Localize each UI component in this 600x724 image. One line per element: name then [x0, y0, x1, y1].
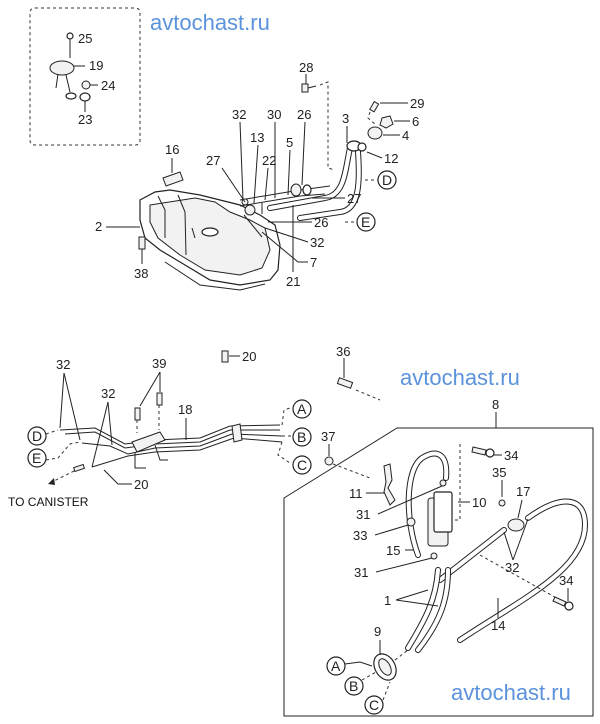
connector-a-lower — [326, 656, 346, 676]
gasket-23 — [79, 92, 91, 112]
bolt-36: 36 — [336, 344, 381, 401]
connector-a-upper — [292, 399, 312, 419]
fuel-sender-unit — [49, 32, 77, 100]
part-label: 12 — [384, 151, 398, 166]
to-canister-note: TO CANISTER — [8, 495, 89, 509]
connector-label: A — [297, 401, 307, 417]
part-label: 22 — [262, 153, 276, 168]
part-label: 6 — [412, 114, 419, 129]
connector-label: A — [331, 658, 341, 674]
bolts-39: 39 — [134, 356, 166, 433]
part-label: 26 — [297, 107, 311, 122]
connector-e-lower — [27, 448, 47, 468]
connector-label: E — [361, 214, 370, 230]
part-label: 20 — [134, 477, 148, 492]
screw-29: 29 — [367, 96, 424, 126]
part-label: 39 — [152, 356, 166, 371]
part-label: 36 — [336, 344, 350, 359]
part-label: 34 — [504, 448, 518, 463]
part-label: 20 — [242, 349, 256, 364]
part-label: 16 — [165, 142, 179, 157]
arrow-icon — [48, 478, 55, 485]
part-label: 5 — [286, 135, 293, 150]
part-label: 31 — [356, 507, 370, 522]
part-label: 28 — [299, 60, 313, 75]
watermark: avtochast.ru — [150, 10, 270, 35]
connector-d-upper — [377, 170, 397, 190]
watermark: avtochast.ru — [451, 680, 571, 705]
connector-b-upper — [292, 427, 312, 447]
connector-label: D — [32, 428, 42, 444]
fuel-filter-10: 10 — [427, 444, 486, 547]
connector-label: B — [297, 429, 306, 445]
part-label: 32 — [101, 386, 115, 401]
part-label: 29 — [410, 96, 424, 111]
watermark: avtochast.ru — [400, 365, 520, 390]
part-label: 15 — [386, 543, 400, 558]
part-label: 3 — [342, 111, 349, 126]
heat-shield-16: 16 — [162, 142, 184, 187]
part-label: 26 — [314, 215, 328, 230]
part-label: 21 — [286, 274, 300, 289]
nut-24 — [81, 80, 91, 90]
nut-37: 37 — [321, 429, 371, 479]
fuel-line-assembly — [59, 423, 283, 473]
bolt-20: 20 — [221, 349, 256, 364]
cap-6: 6 — [379, 114, 419, 129]
part-label: 32 — [310, 235, 324, 250]
connector-label: D — [382, 172, 392, 188]
part-label: 11 — [349, 486, 363, 501]
bolt-38: 38 — [134, 236, 148, 281]
sender-inset: 25 19 24 23 — [29, 7, 141, 146]
connector-label: E — [32, 450, 41, 466]
fuel-tank — [139, 189, 281, 291]
bolt-28: 28 — [299, 60, 336, 171]
connector-b-lower — [344, 676, 364, 696]
part-label: 13 — [250, 130, 264, 145]
connector-label: C — [297, 457, 307, 473]
part-label: 30 — [267, 107, 281, 122]
part-label: 25 — [78, 31, 92, 46]
connector-e-upper — [356, 212, 376, 232]
part-label: 31 — [354, 565, 368, 580]
gasket-12: 12 — [357, 142, 398, 166]
part-label: 7 — [310, 255, 317, 270]
part-label: 1 — [384, 593, 391, 608]
part-label: 38 — [134, 266, 148, 281]
part-label: 27 — [347, 191, 361, 206]
part-label: 32 — [232, 107, 246, 122]
part-label: 32 — [56, 357, 70, 372]
connector-label: C — [369, 697, 379, 713]
part-label: 4 — [402, 128, 409, 143]
filter-box: 8 — [283, 397, 594, 717]
part-label: 8 — [492, 397, 499, 412]
part-label: 23 — [78, 112, 92, 127]
part-label: 10 — [472, 495, 486, 510]
grommet-9: 9 — [373, 624, 409, 681]
part-label: 34 — [559, 573, 573, 588]
part-label: 2 — [95, 219, 102, 234]
part-label: 37 — [321, 429, 335, 444]
connector-c-lower — [364, 695, 384, 715]
part-label: 9 — [374, 624, 381, 639]
part-label: 24 — [101, 78, 115, 93]
cap-4: 4 — [367, 126, 409, 143]
part-label: 17 — [516, 484, 530, 499]
connector-17: 17 — [507, 484, 530, 532]
part-label: 35 — [492, 465, 506, 480]
screw-34-upper: 34 — [471, 446, 518, 463]
connector-d-lower — [27, 426, 47, 446]
part-label: 18 — [178, 402, 192, 417]
connector-label: B — [349, 678, 358, 694]
part-label: 27 — [206, 153, 220, 168]
screw-34-lower: 34 — [479, 554, 574, 611]
connector-c-upper — [292, 455, 312, 475]
part-label: 33 — [353, 528, 367, 543]
part-label: 19 — [89, 58, 103, 73]
bracket-11: 11 — [349, 463, 396, 506]
part-label: 14 — [491, 618, 505, 633]
